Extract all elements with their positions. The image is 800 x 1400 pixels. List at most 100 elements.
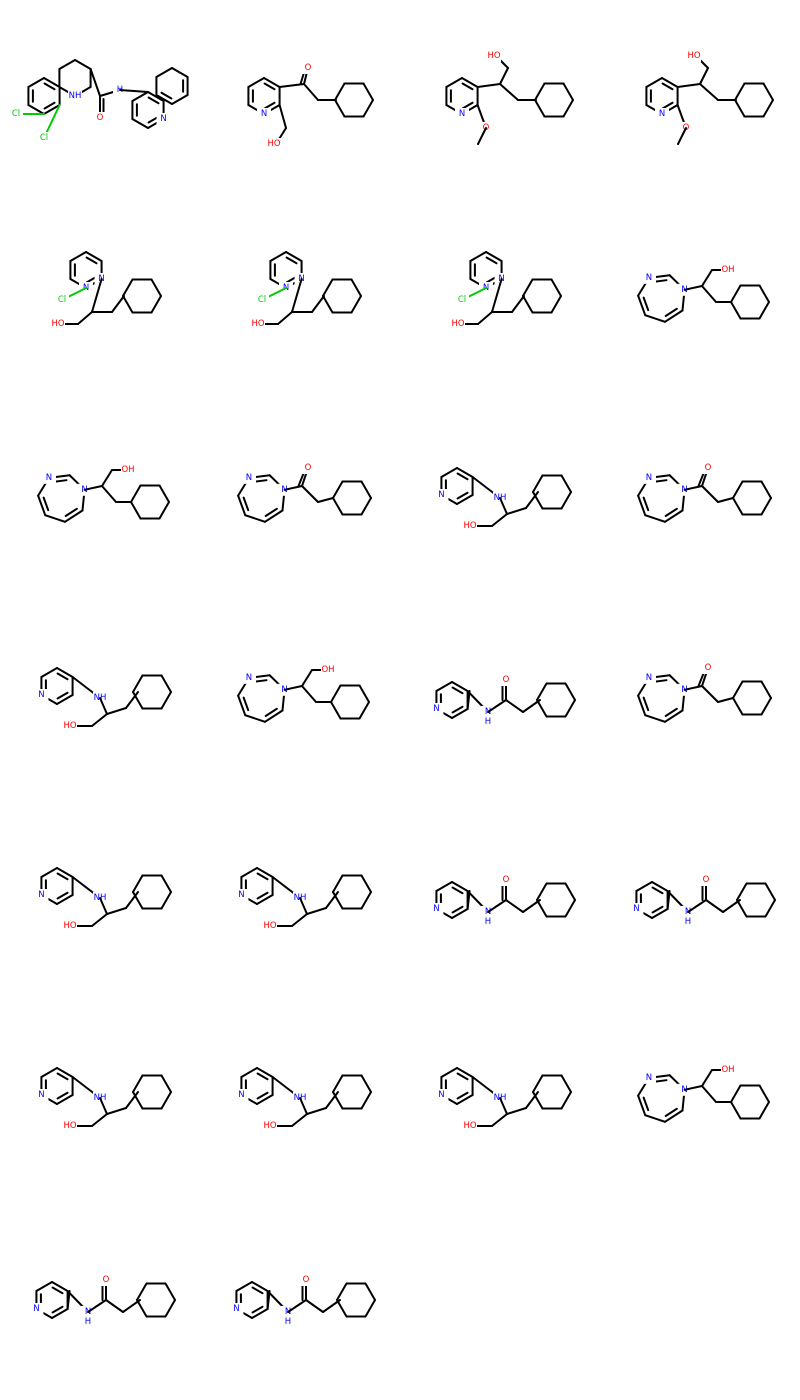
isoquinoline-bond bbox=[147, 91, 165, 102]
pyridine-bond bbox=[56, 694, 74, 705]
label-backdrop bbox=[301, 62, 315, 74]
diazepine-bond bbox=[637, 494, 647, 517]
bond-line bbox=[499, 83, 519, 101]
double-bond-line bbox=[461, 101, 474, 110]
pyridine-bond bbox=[235, 1281, 253, 1292]
pyridine-bond bbox=[251, 1308, 269, 1319]
diazepine-bond bbox=[644, 314, 666, 323]
double-bond-line bbox=[263, 82, 276, 91]
double-bond-line bbox=[56, 1072, 69, 1081]
cyclohexane-bond bbox=[336, 1282, 348, 1301]
bond-line bbox=[477, 311, 493, 325]
cyclohexane-bond bbox=[560, 491, 572, 510]
cyclohexane-bond bbox=[760, 480, 772, 499]
bond-line bbox=[491, 1113, 508, 1127]
label-backdrop bbox=[41, 471, 56, 484]
piperidine-bond bbox=[58, 59, 76, 70]
label-backdrop bbox=[641, 471, 656, 484]
cyclohexane-bond bbox=[160, 1091, 172, 1110]
cyclohexane-bond bbox=[532, 491, 544, 510]
label-backdrop bbox=[641, 671, 656, 684]
bond-line bbox=[87, 1299, 107, 1313]
bond-line bbox=[101, 469, 113, 487]
label-backdrop bbox=[156, 113, 171, 125]
molecule-pyridazine-cl: NNClHO bbox=[251, 251, 362, 330]
label-backdrop bbox=[234, 889, 249, 901]
hydroxyl-label: HO bbox=[251, 319, 264, 329]
label-backdrop bbox=[641, 271, 656, 284]
carbonyl-oxygen-label: O bbox=[705, 463, 712, 473]
isoquinoline-bond bbox=[131, 118, 149, 129]
bond-line bbox=[278, 104, 287, 129]
diazepine-n2-label: N bbox=[646, 473, 652, 483]
cyclohexane-bond bbox=[330, 701, 342, 720]
bond-line bbox=[306, 907, 327, 915]
double-bond-line bbox=[664, 1107, 678, 1117]
pyridine-bond bbox=[256, 1094, 274, 1105]
hydroxyl-label: OH bbox=[121, 465, 134, 475]
molecule-pyridazine-cl: NNClHO bbox=[451, 251, 562, 330]
cyclohexane-bond bbox=[334, 99, 346, 118]
cyclohexane-bond bbox=[330, 684, 342, 703]
hydroxyl-label: HO bbox=[263, 1121, 276, 1131]
cyclohexane-bond bbox=[762, 82, 774, 101]
label-backdrop bbox=[121, 464, 135, 476]
pyridine-bond bbox=[456, 467, 474, 478]
hydroxyl-label: OH bbox=[721, 265, 734, 275]
pyridine-bond bbox=[451, 881, 469, 892]
label-backdrop bbox=[434, 489, 449, 501]
pyridine-bond bbox=[56, 867, 74, 878]
diazepine-bond bbox=[263, 709, 284, 723]
ring-nitrogen-label: N bbox=[233, 1304, 239, 1314]
pyridine-bond bbox=[56, 1067, 74, 1078]
cyclohexane-bond bbox=[360, 1091, 372, 1110]
diazepine-bond bbox=[244, 514, 266, 523]
bond-line bbox=[676, 83, 701, 88]
pyridine-bond bbox=[40, 667, 58, 678]
bond-line bbox=[505, 699, 524, 713]
bond-line bbox=[301, 669, 313, 687]
label-backdrop bbox=[55, 294, 69, 306]
bond-line bbox=[301, 685, 317, 703]
cyclohexane-bond bbox=[160, 674, 172, 693]
pyridine-bond bbox=[256, 867, 274, 878]
bond-line bbox=[77, 311, 93, 325]
amide-hydrogen-label: H bbox=[285, 1317, 291, 1327]
label-backdrop bbox=[701, 462, 715, 474]
label-backdrop bbox=[93, 112, 107, 124]
label-backdrop bbox=[455, 294, 469, 306]
bond-line bbox=[99, 897, 108, 915]
cyclohexane-bond bbox=[130, 501, 142, 520]
double-bond-line bbox=[485, 256, 498, 265]
double-bond-line bbox=[85, 256, 98, 265]
diazepine-bond bbox=[37, 494, 47, 517]
label-backdrop bbox=[63, 1120, 77, 1132]
cyclohexane-bond bbox=[160, 1074, 172, 1093]
bond-line bbox=[277, 311, 293, 325]
diazepine-n2-label: N bbox=[646, 273, 652, 283]
bond-line bbox=[701, 285, 717, 303]
hydroxyl-label: HO bbox=[63, 921, 76, 931]
molecule-diazepine-ketone: NNO bbox=[637, 462, 772, 523]
pyridazine-bond bbox=[285, 251, 303, 262]
pyridine-bond bbox=[661, 77, 679, 88]
molecule-pyridine-amide: NNHO bbox=[629, 874, 776, 927]
cyclohexane-bond bbox=[730, 1084, 742, 1103]
cyclohexane-bond bbox=[360, 497, 372, 516]
methyl-bond bbox=[477, 127, 487, 145]
cyclohexane-bond bbox=[332, 891, 344, 910]
double-bond-line bbox=[242, 696, 250, 712]
diazepine-bond bbox=[637, 1094, 647, 1117]
bond-line bbox=[701, 1085, 717, 1103]
label-backdrop bbox=[263, 1120, 277, 1132]
cyclohexane-bond bbox=[350, 295, 362, 314]
double-bond-line bbox=[51, 1286, 64, 1295]
cyclohexane-bond bbox=[760, 680, 772, 699]
bond-line bbox=[91, 278, 103, 313]
double-bond-line bbox=[451, 686, 464, 695]
cyclohexane-bond bbox=[532, 1074, 544, 1093]
isoquinoline-bond bbox=[131, 91, 149, 102]
label-backdrop bbox=[321, 664, 335, 676]
bond-line bbox=[717, 497, 734, 503]
